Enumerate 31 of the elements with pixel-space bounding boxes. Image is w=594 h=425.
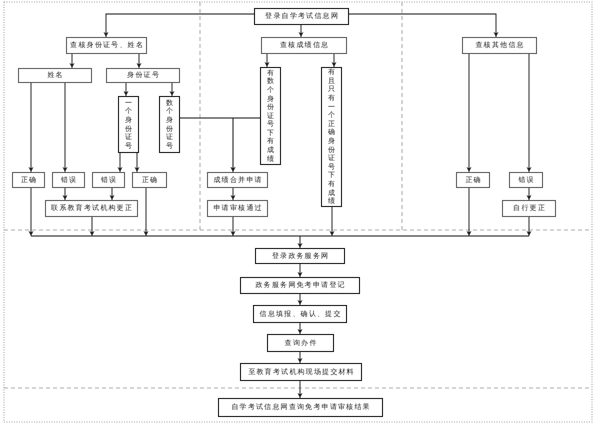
arrow	[124, 82, 128, 96]
arrow	[330, 206, 334, 236]
arrow	[466, 54, 472, 172]
arrow	[62, 188, 68, 200]
arrow	[298, 352, 302, 364]
arrow	[110, 188, 114, 200]
arrow	[526, 216, 532, 236]
arrow	[348, 14, 498, 38]
arrow	[62, 82, 68, 172]
arrow	[230, 118, 260, 172]
arrow	[230, 216, 236, 236]
arrow	[526, 188, 532, 200]
arrow	[134, 152, 140, 172]
arrow	[332, 54, 336, 68]
arrow	[136, 54, 142, 68]
arrow	[466, 188, 472, 236]
arrow	[104, 14, 254, 38]
arrow	[170, 82, 174, 96]
arrow	[298, 322, 302, 334]
arrow	[28, 188, 34, 236]
arrow	[28, 82, 34, 172]
arrow	[70, 54, 74, 68]
arrow	[144, 188, 148, 236]
arrow	[264, 54, 270, 68]
arrow	[526, 54, 532, 172]
arrow	[298, 24, 304, 38]
arrow	[298, 264, 302, 278]
arrow	[230, 188, 236, 200]
arrow	[118, 152, 122, 172]
arrow	[298, 294, 302, 306]
arrow	[298, 380, 302, 398]
